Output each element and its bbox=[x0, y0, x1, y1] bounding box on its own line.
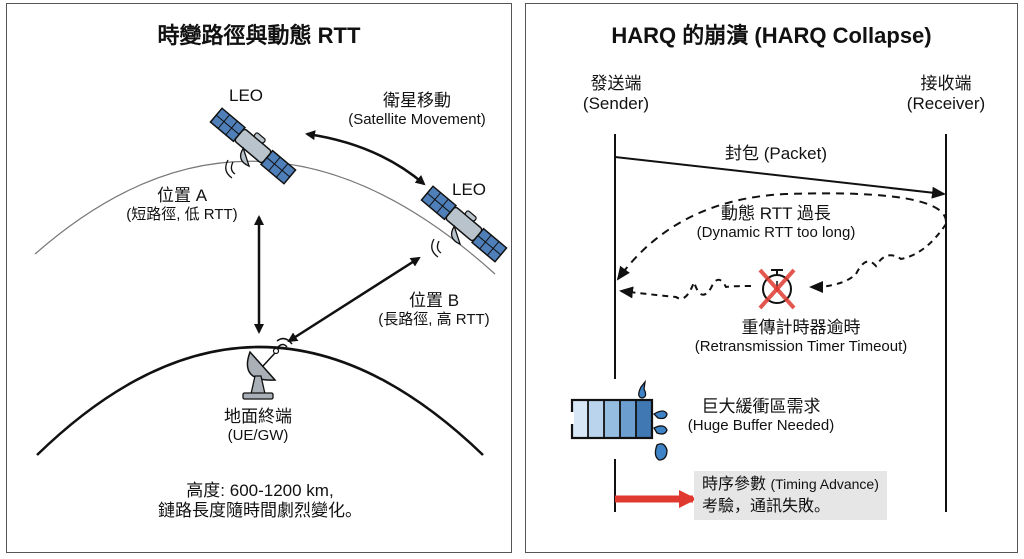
position-b-detail: (長路徑, 高 RTT) bbox=[378, 310, 490, 328]
wavy-feedback-arrow bbox=[809, 223, 947, 293]
timing-advance-zh: 時序參數 bbox=[702, 476, 767, 493]
buffer-zh: 巨大緩衝區需求 bbox=[701, 397, 821, 416]
receiver-label: 接收端 (Receiver) bbox=[886, 74, 1006, 113]
rtt-panel: 時變路徑與動態 RTT bbox=[6, 3, 512, 553]
satellite-movement-en: (Satellite Movement) bbox=[348, 110, 486, 128]
packet-arrow bbox=[614, 156, 946, 199]
ground-terminal-zh: 地面終端 bbox=[224, 407, 292, 426]
rtt-panel-title: 時變路徑與動態 RTT bbox=[157, 23, 361, 48]
position-b-label: 位置 B (長路徑, 高 RTT) bbox=[359, 291, 509, 328]
satellite-icon bbox=[209, 107, 297, 185]
sender-en: (Sender) bbox=[582, 93, 650, 113]
long-path-arrow bbox=[287, 256, 421, 343]
signal-waves-icon bbox=[431, 238, 442, 258]
orbit-arc bbox=[34, 160, 496, 275]
timer-en: (Retransmission Timer Timeout) bbox=[694, 337, 908, 355]
buffer-icon bbox=[570, 398, 654, 440]
rtt-zh: 動態 RTT 過長 bbox=[721, 204, 831, 223]
timer-timeout-icon bbox=[758, 268, 796, 310]
ground-terminal-en: (UE/GW) bbox=[227, 426, 289, 444]
altitude-note-line1: 高度: 600-1200 km, bbox=[186, 481, 334, 500]
water-drop-icon bbox=[638, 379, 668, 461]
rtt-diagram-graphics bbox=[34, 107, 508, 456]
satellite-b-label: LEO bbox=[452, 180, 487, 199]
rtt-label: 動態 RTT 過長 (Dynamic RTT too long) bbox=[656, 204, 896, 241]
harq-diagram-graphics bbox=[570, 134, 947, 512]
position-a-title: 位置 A bbox=[156, 186, 208, 205]
ground-terminal-label: 地面終端 (UE/GW) bbox=[203, 407, 313, 444]
altitude-note: 高度: 600-1200 km, 鏈路長度隨時間劇烈變化。 bbox=[107, 481, 413, 520]
timing-advance-box: 時序參數 (Timing Advance) 考驗，通訊失敗。 bbox=[694, 471, 887, 521]
harq-panel: HARQ 的崩潰 (HARQ Collapse) bbox=[525, 3, 1018, 553]
wavy-retransmit-arrow bbox=[619, 278, 752, 300]
position-a-label: 位置 A (短路徑, 低 RTT) bbox=[107, 186, 257, 223]
harq-panel-title: HARQ 的崩潰 (HARQ Collapse) bbox=[611, 23, 932, 48]
satellite-movement-zh: 衛星移動 bbox=[383, 91, 451, 110]
satellite-icon bbox=[420, 185, 508, 263]
position-b-title: 位置 B bbox=[408, 291, 460, 310]
earth-arc bbox=[36, 345, 484, 456]
buffer-label: 巨大緩衝區需求 (Huge Buffer Needed) bbox=[671, 397, 851, 434]
satellite-dish-icon bbox=[242, 337, 293, 400]
satellite-a-label: LEO bbox=[229, 86, 264, 105]
satellite-movement-arrow bbox=[305, 130, 426, 186]
sender-zh: 發送端 bbox=[590, 74, 642, 93]
receiver-zh: 接收端 bbox=[920, 74, 972, 93]
satellite-movement-label: 衛星移動 (Satellite Movement) bbox=[327, 91, 507, 128]
signal-waves-icon bbox=[225, 159, 236, 179]
timing-advance-en: (Timing Advance) bbox=[770, 476, 879, 492]
rtt-en: (Dynamic RTT too long) bbox=[696, 223, 856, 241]
sender-label: 發送端 (Sender) bbox=[566, 74, 666, 113]
buffer-en: (Huge Buffer Needed) bbox=[687, 416, 835, 434]
timer-zh: 重傳計時器逾時 bbox=[741, 318, 861, 337]
position-a-detail: (短路徑, 低 RTT) bbox=[126, 205, 238, 223]
timing-advance-result: 考驗，通訊失敗。 bbox=[702, 497, 831, 515]
packet-label: 封包 (Packet) bbox=[724, 144, 828, 163]
timer-label: 重傳計時器逾時 (Retransmission Timer Timeout) bbox=[656, 318, 946, 355]
rtt-return-arrow bbox=[616, 192, 947, 281]
receiver-en: (Receiver) bbox=[906, 93, 986, 113]
altitude-note-line2: 鏈路長度隨時間劇烈變化。 bbox=[158, 500, 362, 520]
